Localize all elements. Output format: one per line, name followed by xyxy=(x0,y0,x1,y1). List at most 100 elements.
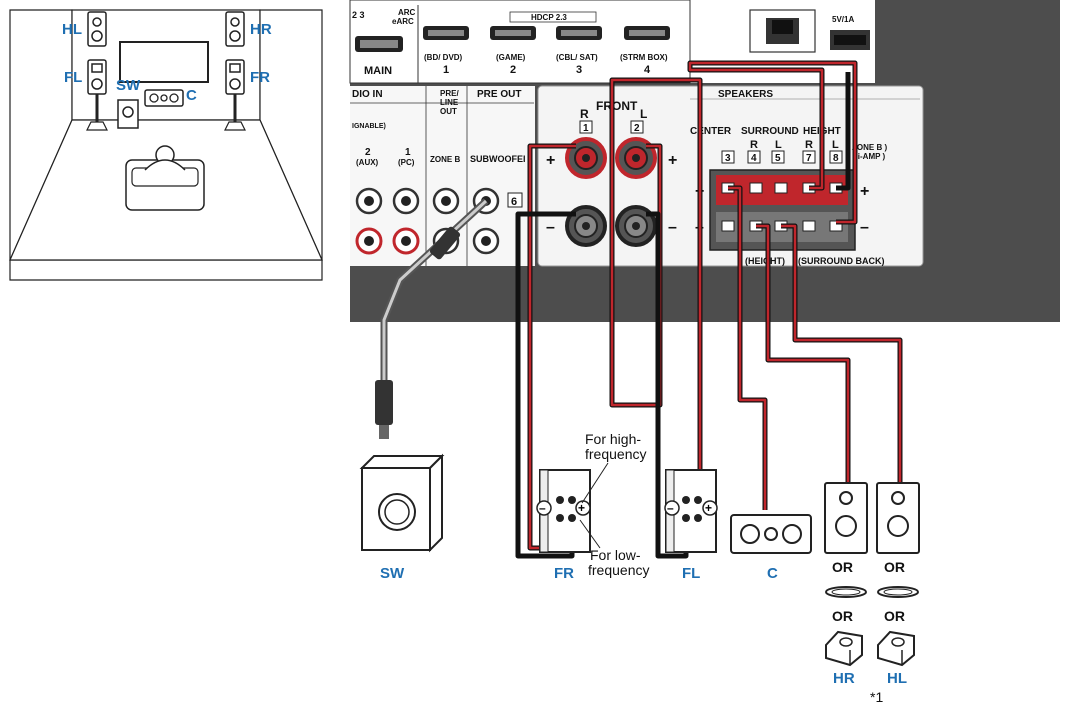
surround-r-num: 4 xyxy=(751,153,757,164)
fl-minus-symbol: – xyxy=(667,501,674,515)
front-l-label: L xyxy=(640,107,647,121)
height-bottom-label: (HEIGHT) xyxy=(745,256,785,266)
audio-in-1-name: (PC) xyxy=(398,158,415,167)
front-l-plus-terminal[interactable] xyxy=(615,137,657,179)
room-label-c: C xyxy=(186,87,197,104)
hdmi-main-port[interactable] xyxy=(355,36,403,52)
room-fl-speaker xyxy=(86,59,108,131)
room-label-sw: SW xyxy=(116,77,141,94)
surround-l-label: L xyxy=(775,139,782,151)
hr-elevation-speaker xyxy=(825,630,863,667)
front-minus-right: – xyxy=(668,219,677,236)
room-listener xyxy=(125,145,205,211)
usb-label: 5V/1A xyxy=(832,15,854,24)
subwoofer-num: 6 xyxy=(511,196,517,208)
fr-minus-symbol: – xyxy=(539,501,546,515)
hr-speaker-drawing xyxy=(824,482,868,554)
zone-b-biamp-2: Bi-AMP ) xyxy=(852,152,886,161)
label-sw: SW xyxy=(380,565,405,582)
room-fr-speaker xyxy=(224,59,246,131)
receiver-back-panel: 2 3 ARC eARC MAIN HDCP 2.3 (BD/ DVD) 1 (… xyxy=(349,0,1060,322)
spk-plus-right: + xyxy=(860,183,869,200)
subwoofer-out-jack-2[interactable] xyxy=(472,227,500,255)
audio-in-2-right-jack[interactable] xyxy=(355,227,383,255)
hl-elevation-speaker xyxy=(877,630,915,667)
room-subwoofer xyxy=(117,99,139,129)
zone-b-left-jack[interactable] xyxy=(432,187,460,215)
front-label: FRONT xyxy=(596,99,638,113)
hdmi-input-4-num: 4 xyxy=(644,64,651,76)
hdmi-input-1[interactable] xyxy=(423,26,469,40)
ethernet-port[interactable] xyxy=(749,9,816,53)
label-or-4: OR xyxy=(884,608,905,624)
subwoofer-cable xyxy=(375,198,489,439)
pre-line-out-label-1: PRE/ xyxy=(440,89,459,98)
footnote-marker: *1 xyxy=(870,689,883,705)
audio-in-1-right-jack[interactable] xyxy=(392,227,420,255)
room-label-hr: HR xyxy=(250,21,272,38)
subwoofer-drawing xyxy=(359,453,445,553)
hr-ceiling-speaker xyxy=(825,586,867,598)
hl-ceiling-speaker xyxy=(877,586,919,598)
hdmi-input-3[interactable] xyxy=(556,26,602,40)
height-l-label: L xyxy=(832,139,839,151)
zone-b-label: ZONE B xyxy=(430,155,460,164)
low-frequency-label-2: frequency xyxy=(588,562,649,578)
hdmi-input-4[interactable] xyxy=(624,26,670,40)
usb-port[interactable] xyxy=(830,30,870,50)
low-frequency-label-1: For low- xyxy=(590,547,641,563)
front-plus-left: + xyxy=(546,152,555,169)
earc-label: eARC xyxy=(392,17,414,26)
front-r-minus-terminal[interactable] xyxy=(565,205,607,247)
hdmi-input-1-num: 1 xyxy=(443,64,449,76)
label-or-3: OR xyxy=(832,608,853,624)
high-frequency-label-2: frequency xyxy=(585,446,646,462)
speaker-terminal-block[interactable] xyxy=(709,169,856,251)
label-or-2: OR xyxy=(884,559,905,575)
audio-in-label: DIO IN xyxy=(352,89,383,100)
label-c: C xyxy=(767,565,778,582)
room-label-fl: FL xyxy=(64,69,82,86)
audio-in-1-left-jack[interactable] xyxy=(392,187,420,215)
front-r-plus-terminal[interactable] xyxy=(565,137,607,179)
hl-speaker-drawing xyxy=(876,482,920,554)
surround-r-label: R xyxy=(750,139,758,151)
pre-line-out-label-2: LINE xyxy=(440,98,459,107)
hdmi-input-4-name: (STRM BOX) xyxy=(620,53,668,62)
surround-label: SURROUND xyxy=(741,126,799,137)
fl-speaker-drawing: – + xyxy=(664,469,718,553)
audio-in-2-left-jack[interactable] xyxy=(355,187,383,215)
hdmi-input-1-name: (BD/ DVD) xyxy=(424,53,463,62)
surround-back-bottom-label: (SURROUND BACK) xyxy=(798,256,885,266)
fl-plus-symbol: + xyxy=(705,501,712,515)
front-r-num: 1 xyxy=(583,123,589,134)
front-l-num: 2 xyxy=(634,123,640,134)
front-minus-left: – xyxy=(546,219,555,236)
hdmi-main-label: MAIN xyxy=(364,65,392,77)
room-hr-speaker xyxy=(225,11,245,47)
room-hl-speaker xyxy=(87,11,107,47)
front-plus-right: + xyxy=(668,152,677,169)
audio-in-2-name: (AUX) xyxy=(356,158,379,167)
assignable-label: IGNABLE) xyxy=(352,123,386,130)
room-layout: HL HR FL FR SW C xyxy=(9,9,323,281)
fr-speaker-drawing: – + xyxy=(536,469,591,553)
high-frequency-label-1: For high- xyxy=(585,431,641,447)
room-label-hl: HL xyxy=(62,21,82,38)
speakers-label: SPEAKERS xyxy=(718,89,773,100)
center-label: CENTER xyxy=(690,126,732,137)
label-fl: FL xyxy=(682,565,700,582)
zone-b-biamp-1: ZONE B ) xyxy=(852,143,887,152)
surround-l-num: 5 xyxy=(775,153,781,164)
hdmi-input-2[interactable] xyxy=(490,26,536,40)
hdcp-label: HDCP 2.3 xyxy=(531,13,567,22)
height-r-label: R xyxy=(805,139,813,151)
center-num: 3 xyxy=(725,153,731,164)
front-l-minus-terminal[interactable] xyxy=(615,205,657,247)
pre-out-label: PRE OUT xyxy=(477,89,521,100)
room-label-fr: FR xyxy=(250,69,270,86)
label-fr: FR xyxy=(554,565,574,582)
label-or-1: OR xyxy=(832,559,853,575)
hdmi-input-3-name: (CBL/ SAT) xyxy=(556,53,598,62)
